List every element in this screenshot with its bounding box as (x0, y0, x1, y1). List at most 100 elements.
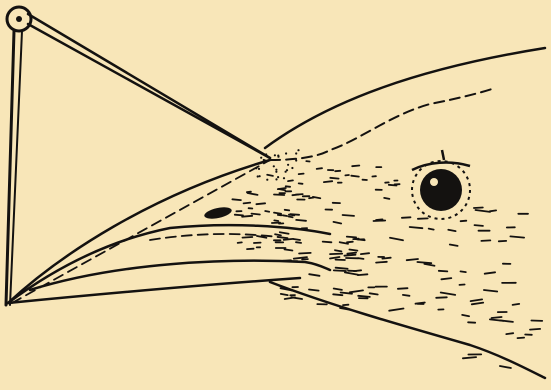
feather-stroke (358, 296, 370, 297)
feather-stroke (244, 203, 251, 204)
feather-stroke (299, 253, 311, 254)
feather-stipple (260, 157, 262, 159)
feather-stipple (273, 165, 275, 167)
feather-stroke (402, 217, 411, 218)
feather-stroke (429, 229, 434, 230)
feather-stroke (285, 249, 293, 250)
feather-stipple (283, 177, 285, 179)
feather-stipple (255, 167, 257, 169)
feather-stroke (361, 253, 369, 254)
feather-stroke (281, 294, 288, 295)
feather-stroke (352, 166, 359, 167)
feather-stroke (417, 262, 431, 263)
feather-stroke (324, 181, 332, 182)
feather-stipple (275, 178, 277, 180)
feather-stroke (265, 211, 269, 212)
feather-stroke (461, 221, 467, 222)
feather-stroke (285, 210, 290, 211)
feather-stroke (232, 199, 241, 200)
feather-stroke (354, 270, 361, 271)
feather-stroke (518, 338, 525, 339)
pupil (420, 169, 462, 211)
feather-stroke (333, 294, 342, 295)
feather-stroke (344, 255, 355, 256)
feather-stroke (330, 178, 338, 179)
feather-stroke (274, 220, 278, 221)
pivot-pin (16, 16, 22, 22)
feather-stroke (463, 357, 476, 358)
feather-stroke (347, 237, 356, 238)
feather-stroke (330, 254, 342, 255)
feather-stipple (285, 152, 287, 154)
feather-stroke (238, 242, 242, 243)
feather-stroke (376, 219, 382, 220)
feather-stipple (257, 175, 259, 177)
feather-stipple (277, 155, 279, 157)
feather-stroke (292, 195, 298, 196)
feather-stroke (252, 214, 260, 215)
feather-stroke (441, 278, 451, 279)
feather-stipple (287, 164, 289, 166)
feather-stroke (256, 203, 265, 204)
feather-stipple (295, 152, 297, 154)
feather-stroke (506, 333, 513, 334)
feather-stroke (351, 176, 359, 177)
feather-stroke (286, 186, 290, 187)
feather-stroke (336, 268, 348, 269)
feather-stroke (267, 175, 273, 176)
feather-stroke (382, 258, 390, 259)
feather-stroke (407, 259, 418, 260)
feather-stroke (288, 180, 293, 181)
feather-stroke (290, 214, 299, 215)
feather-stipple (259, 175, 261, 177)
feather-stroke (296, 242, 301, 243)
feather-stroke (376, 262, 387, 263)
feather-stroke (461, 271, 466, 272)
feather-stroke (490, 210, 496, 211)
feather-stroke (370, 293, 378, 294)
feather-stroke (481, 240, 490, 241)
feather-stipple (275, 171, 277, 173)
feather-stroke (349, 250, 357, 251)
feather-stroke (384, 198, 389, 199)
feather-stroke (343, 215, 354, 216)
feather-stipple (297, 149, 299, 151)
feather-stroke (347, 253, 356, 254)
feather-stroke (279, 189, 285, 190)
feather-stroke (475, 225, 483, 226)
feather-stroke (492, 317, 502, 318)
feather-stroke (274, 213, 281, 214)
feather-stroke (247, 192, 251, 193)
feather-stroke (235, 215, 243, 216)
feather-stroke (439, 271, 448, 272)
feather-stipple (277, 176, 279, 178)
feather-stroke (275, 234, 281, 235)
feather-stroke (347, 242, 353, 243)
feather-stroke (243, 237, 253, 238)
feather-stroke (313, 197, 320, 198)
feather-stroke (284, 239, 293, 240)
feather-stroke (462, 315, 469, 316)
feather-stipple (275, 169, 277, 171)
feather-stroke (283, 215, 287, 216)
feather-stroke (398, 288, 408, 289)
feather-stipple (263, 159, 265, 161)
feather-stroke (474, 208, 483, 209)
feather-stroke (323, 242, 332, 243)
feather-stroke (296, 220, 306, 221)
feather-stroke (335, 250, 341, 251)
feather-stipple (274, 154, 276, 156)
feather-stroke (355, 239, 365, 240)
feather-stroke (341, 293, 352, 294)
feather-stipple (265, 153, 267, 155)
feather-stipple (266, 179, 268, 181)
feather-stipple (291, 167, 293, 169)
feather-stroke (436, 297, 447, 298)
feather-stroke (448, 230, 455, 231)
feather-stroke (403, 295, 410, 296)
feather-stipple (285, 171, 287, 173)
feather-stroke (299, 174, 304, 175)
feather-stroke (309, 290, 319, 291)
feather-stroke (530, 329, 540, 330)
